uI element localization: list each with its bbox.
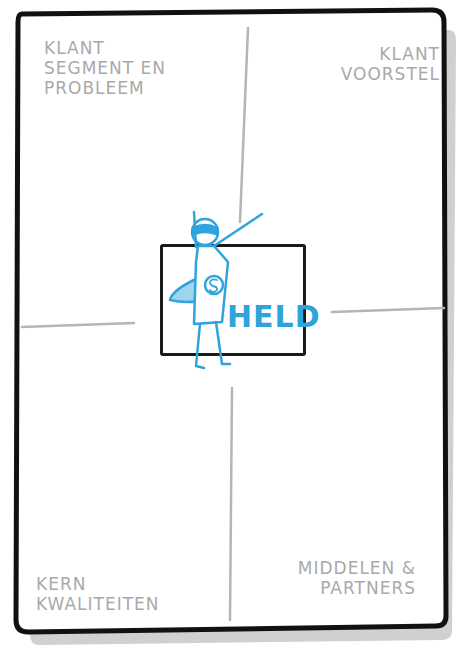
hero-mask <box>193 225 217 234</box>
divider-line <box>22 323 134 327</box>
hero-legs <box>196 322 230 368</box>
hero-emblem-s <box>210 279 217 292</box>
divider-line <box>332 308 444 312</box>
divider-line <box>240 28 248 222</box>
quadrant-label: KLANT SEGMENT EN PROBLEEM <box>44 38 184 98</box>
frame-border <box>16 10 446 632</box>
quadrant-label: KLANT VOORSTEL <box>320 44 440 84</box>
divider-line <box>230 388 232 620</box>
quadrant-label: KERN KWALITEITEN <box>36 574 196 614</box>
hero-body <box>194 246 228 324</box>
hero-title: HELD <box>227 301 321 333</box>
quadrant-label: MIDDELEN & PARTNERS <box>282 558 416 598</box>
hero-emblem <box>205 276 223 294</box>
hero-arms <box>194 212 262 247</box>
